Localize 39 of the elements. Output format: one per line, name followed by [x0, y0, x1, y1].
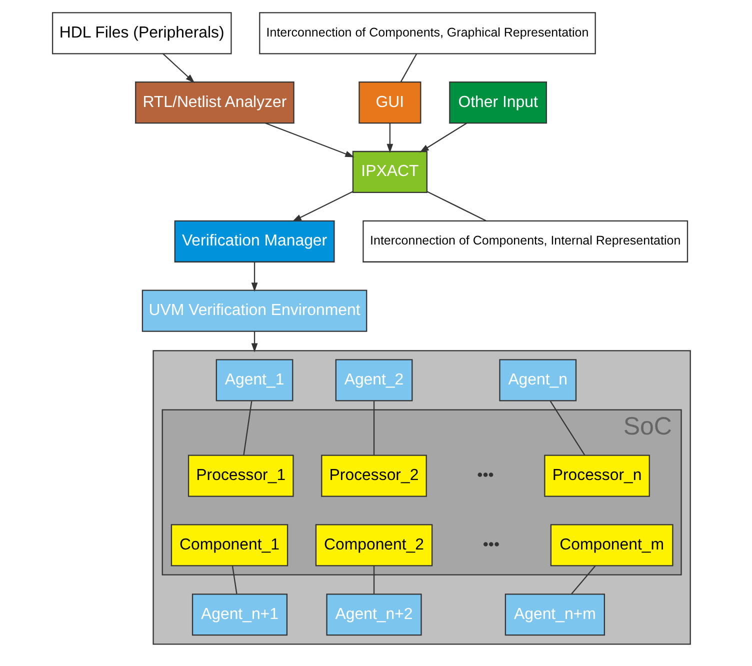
label: •••: [482, 536, 500, 554]
label: •••: [477, 467, 494, 484]
connector: [550, 400, 586, 456]
node-box: Processor_n: [544, 454, 650, 497]
connector: [400, 53, 418, 82]
node-box: Processor_2: [321, 454, 427, 497]
connector: [571, 565, 596, 594]
connector: [232, 566, 238, 594]
arrow: [251, 262, 258, 292]
node-box: Verification Manager: [174, 220, 335, 262]
cluster: [152, 350, 691, 645]
node-box: Component_1: [170, 524, 288, 566]
node-box: Other Input: [449, 82, 547, 124]
arrow: [162, 53, 195, 83]
node-box: Component_2: [315, 524, 433, 566]
node-box: Component_m: [550, 524, 674, 566]
connector: [373, 566, 375, 594]
node-box: UVM Verification Environment: [142, 290, 368, 332]
arrow: [265, 122, 354, 158]
arrow: [386, 123, 394, 153]
node-box: RTL/Netlist Analyzer: [135, 82, 294, 124]
node-box: Agent_n: [499, 359, 577, 402]
arrow: [420, 122, 468, 152]
node-box: GUI: [358, 82, 422, 124]
node-box: Agent_1: [216, 359, 294, 402]
arrow: [251, 331, 258, 352]
connector: [426, 190, 486, 222]
node-box: IPXACT: [352, 150, 428, 194]
node-box: Interconnection of Components, Graphical Representation: [259, 12, 596, 54]
connector: [373, 401, 375, 456]
node-box: Agent_n+2: [326, 594, 422, 636]
node-box: Agent_n+m: [504, 594, 605, 636]
node-box: Agent_n+1: [192, 594, 288, 636]
connector: [243, 401, 252, 456]
node-box: Agent_2: [335, 359, 413, 402]
node-box: Processor_1: [188, 454, 294, 497]
arrow: [292, 190, 354, 222]
node-box: HDL Files (Peripherals): [52, 12, 232, 54]
node-box: Interconnection of Components, Internal Representation: [362, 220, 688, 262]
